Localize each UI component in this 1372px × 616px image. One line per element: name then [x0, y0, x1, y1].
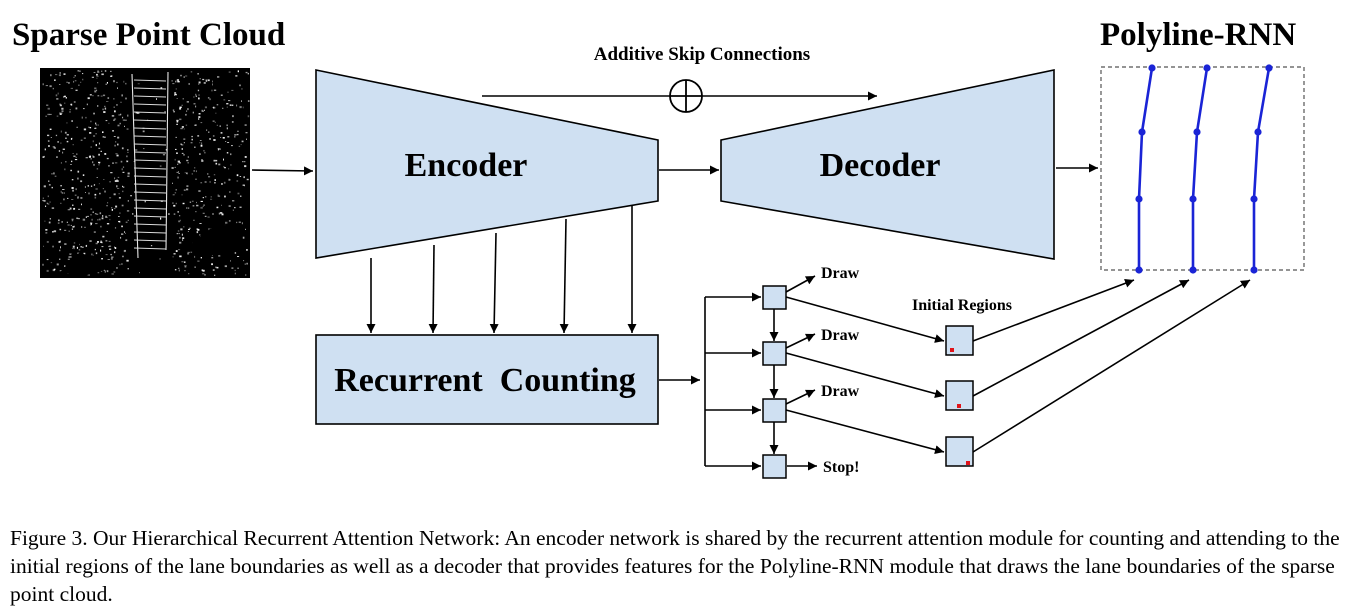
initial-region-markers — [950, 348, 970, 465]
skip-connections-label: Additive Skip Connections — [594, 44, 810, 65]
stop-label: Stop! — [823, 459, 859, 476]
figure-caption: Figure 3. Our Hierarchical Recurrent Att… — [10, 526, 1340, 606]
draw-label-2: Draw — [821, 327, 860, 344]
encoder-block — [315, 69, 659, 259]
decoder-block — [720, 69, 1055, 260]
recurrent-counting-label: Recurrent Counting — [334, 362, 636, 399]
draw-label-3: Draw — [821, 383, 860, 400]
region-to-polyline-arrows — [972, 278, 1251, 453]
recurrent-counting-block — [315, 334, 659, 425]
distribution-lines — [704, 292, 761, 471]
decoder-label: Decoder — [820, 147, 941, 184]
encoder-label: Encoder — [405, 147, 528, 184]
polyline-rnn-title: Polyline-RNN — [1100, 17, 1296, 53]
arrow-pointcloud-to-encoder — [251, 166, 314, 176]
draw-arrows — [785, 275, 817, 471]
encoder-to-counting-arrows — [366, 205, 637, 334]
step-to-region-arrows — [785, 296, 945, 455]
architecture-diagram: Sparse Point Cloud Polyline-RNN Encoder … — [12, 17, 1305, 479]
point-cloud-image — [40, 68, 250, 278]
polyline-vertices — [1135, 64, 1273, 274]
draw-label-1: Draw — [821, 265, 860, 282]
sparse-point-cloud-title: Sparse Point Cloud — [12, 17, 285, 53]
lane-boundary-polylines — [1137, 67, 1271, 270]
polyline-output-box — [1100, 66, 1305, 271]
additive-sum-icon — [669, 79, 703, 113]
initial-regions-label: Initial Regions — [912, 297, 1012, 314]
initial-region-boxes — [945, 325, 974, 467]
